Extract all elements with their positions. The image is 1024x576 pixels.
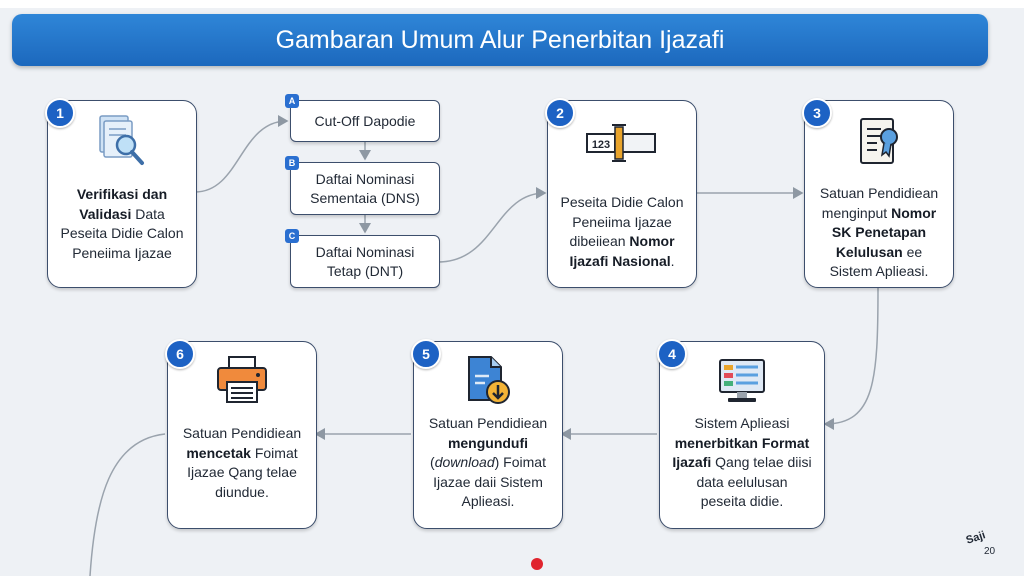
step-4-text: Sistem Aplieasi menerbitkan Format Ijaza… bbox=[672, 415, 812, 509]
step-1-badge: 1 bbox=[45, 98, 75, 128]
step-2-badge: 2 bbox=[545, 98, 575, 128]
substep-c-box: C Daftai Nominasi Tetap (DNT) bbox=[285, 229, 440, 288]
step-4-box: 4 Sistem Aplieasi menerbitkan Format Ija… bbox=[657, 339, 825, 529]
substep-b-text: Daftai Nominasi Sementaia (DNS) bbox=[310, 170, 420, 206]
step-5-box: 5 Satuan Pendidiean mengundufi (download… bbox=[411, 339, 563, 529]
substep-a-badge: A bbox=[285, 94, 299, 108]
step-5-text: Satuan Pendidiean mengundufi (download) … bbox=[428, 415, 548, 509]
document-search-icon bbox=[99, 115, 144, 165]
substep-c-badge: C bbox=[285, 229, 299, 243]
substep-c-text: Daftai Nominasi Tetap (DNT) bbox=[315, 243, 415, 279]
step-6-text: Satuan Pendidiean mencetak Foimat Ijazae… bbox=[182, 425, 302, 500]
step-6-badge: 6 bbox=[165, 339, 195, 369]
substep-b-badge: B bbox=[285, 156, 299, 170]
title-bar: Gambaran Umum Alur Penerbitan Ijazafi bbox=[12, 14, 988, 66]
connector-c-to-2 bbox=[437, 187, 547, 263]
printer-icon bbox=[217, 356, 267, 403]
step-3-badge: 3 bbox=[802, 98, 832, 128]
number-tag-icon: 123 bbox=[586, 124, 656, 162]
step-2-text: Peseita Didie Calon Peneiima Ijazae dibe… bbox=[560, 194, 684, 269]
number-tag-label: 123 bbox=[592, 139, 610, 151]
certificate-icon bbox=[860, 118, 898, 164]
connector-1-to-a bbox=[194, 115, 289, 193]
page-number: 20 bbox=[984, 546, 996, 557]
step-3-text: Satuan Pendidiean menginput Nomor SK Pen… bbox=[819, 185, 939, 279]
connector-3-to-4 bbox=[823, 286, 879, 430]
step-1-box: 1 Verifikasi dan Validasi Data Peseita D… bbox=[45, 98, 197, 288]
substep-b-box: B Daftai Nominasi Sementaia (DNS) bbox=[285, 156, 440, 215]
top-strip bbox=[0, 0, 1024, 8]
computer-form-icon bbox=[719, 359, 765, 402]
file-download-icon bbox=[468, 356, 510, 404]
step-1-text: Verifikasi dan Validasi Data Peseita Did… bbox=[60, 186, 184, 261]
page-title: Gambaran Umum Alur Penerbitan Ijazafi bbox=[275, 25, 725, 54]
step-4-badge: 4 bbox=[657, 339, 687, 369]
step-5-badge: 5 bbox=[411, 339, 441, 369]
substep-a-box: A Cut-Off Dapodie bbox=[285, 94, 440, 142]
connector-6-out bbox=[89, 433, 166, 576]
step-3-box: 3 Satuan Pendidiean menginput Nomor SK P… bbox=[802, 98, 954, 288]
step-2-box: 2 123 Peseita Didie Calon Peneiima Ijaza… bbox=[545, 98, 697, 288]
substep-a-text: Cut-Off Dapodie bbox=[314, 112, 416, 129]
progress-dot bbox=[531, 558, 543, 570]
step-6-box: 6 Satuan Pendidiean mencetak Foimat Ijaz… bbox=[165, 339, 317, 529]
